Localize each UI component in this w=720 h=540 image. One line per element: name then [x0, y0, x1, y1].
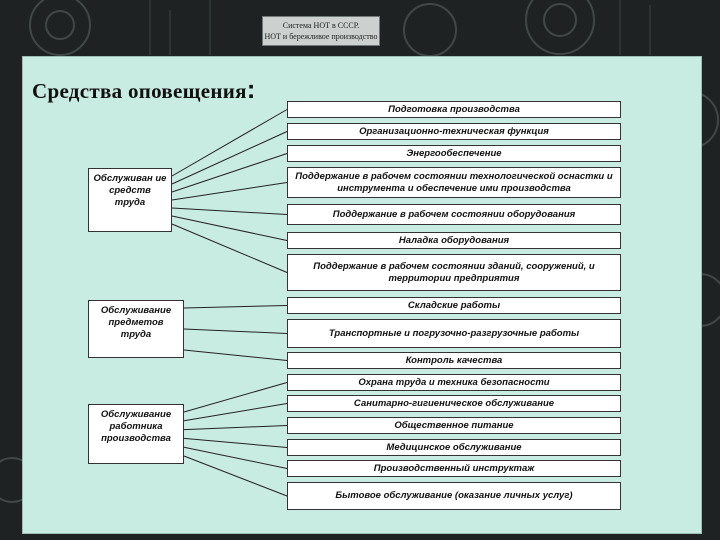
function-box: Контроль качества: [287, 352, 621, 369]
function-box: Поддержание в рабочем состоянии технолог…: [287, 167, 621, 198]
function-box: Санитарно-гигиеническое обслуживание: [287, 395, 621, 412]
function-box: Наладка оборудования: [287, 232, 621, 249]
function-box: Поддержание в рабочем состоянии зданий, …: [287, 254, 621, 291]
function-box: Охрана труда и техника безопасности: [287, 374, 621, 391]
category-box: Обслуживание предметов труда: [88, 300, 184, 358]
function-box: Производственный инструктаж: [287, 460, 621, 477]
function-box: Подготовка производства: [287, 101, 621, 118]
function-box: Поддержание в рабочем состоянии оборудов…: [287, 204, 621, 225]
title-text: Средства оповещения: [32, 79, 247, 103]
function-box: Энергообеспечение: [287, 145, 621, 162]
title-colon: :: [246, 74, 256, 104]
function-box: Транспортные и погрузочно-разгрузочные р…: [287, 319, 621, 348]
presentation-header: Система НОТ в СССР. НОТ и бережливое про…: [262, 16, 380, 46]
function-box: Складские работы: [287, 297, 621, 314]
function-box: Медицинское обслуживание: [287, 439, 621, 456]
page-title: Средства оповещения:: [32, 74, 256, 105]
category-box: Обслуживание работника производства: [88, 404, 184, 464]
function-box: Организационно-техническая функция: [287, 123, 621, 140]
header-line-1: Система НОТ в СССР.: [282, 21, 360, 30]
function-box: Бытовое обслуживание (оказание личных ус…: [287, 482, 621, 510]
category-box: Обслуживан ие средств труда: [88, 168, 172, 232]
function-box: Общественное питание: [287, 417, 621, 434]
header-line-2: НОТ и бережливое производство: [264, 32, 378, 41]
